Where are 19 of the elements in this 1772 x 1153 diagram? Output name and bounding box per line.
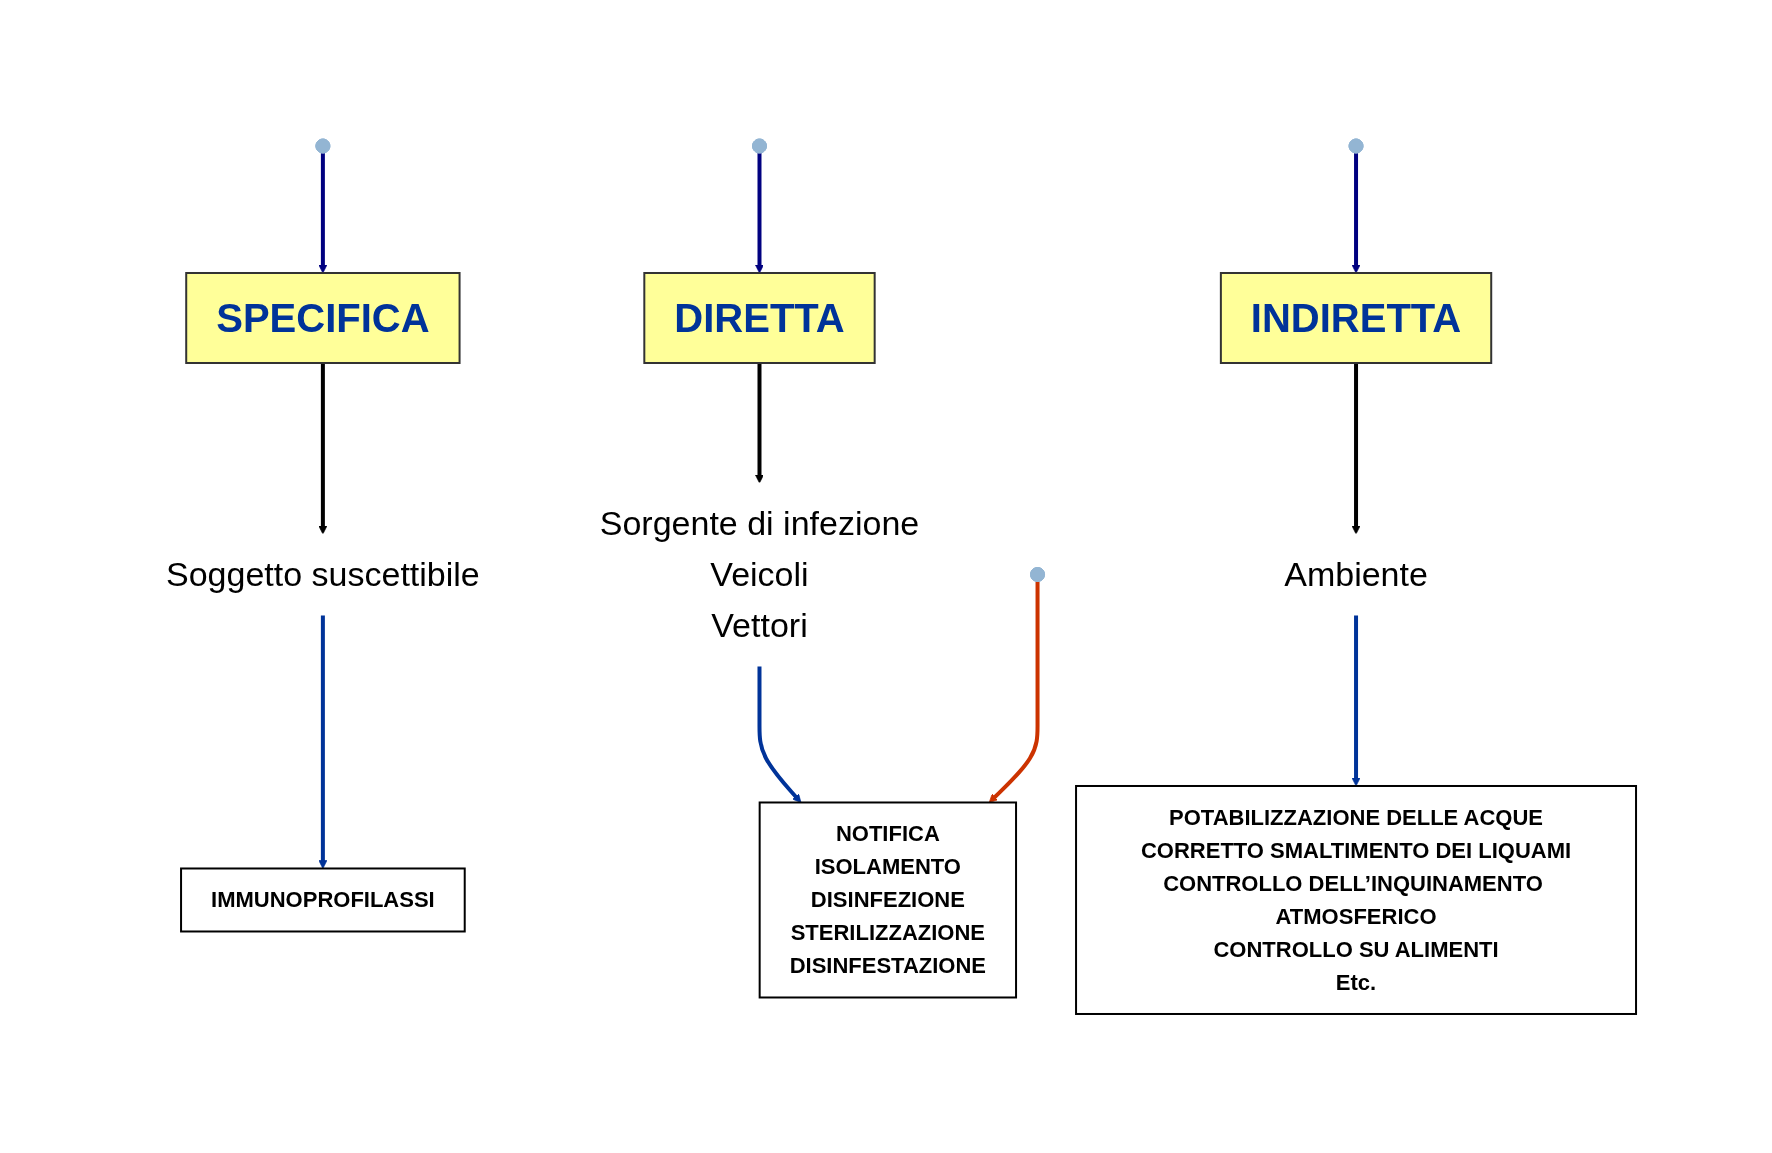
node-text: Sorgente di infezione Veicoli Vettori <box>599 503 920 644</box>
node-box: IMMUNOPROFILASSI <box>180 867 466 933</box>
arrow <box>318 363 328 535</box>
arrow <box>1351 615 1361 787</box>
arrow <box>318 153 328 274</box>
arrow <box>755 363 764 484</box>
node-box: NOTIFICA ISOLAMENTO DISINFEZIONE STERILIZZAZIONE DISINFESTAZIONE <box>758 801 1017 999</box>
arrow <box>988 581 1040 803</box>
arrow <box>318 615 328 869</box>
node-box: INDIRETTA <box>1219 272 1493 364</box>
node-text: Soggetto suscettibile <box>165 554 480 593</box>
arrow <box>1351 153 1361 274</box>
arrow <box>755 153 764 274</box>
node-box: POTABILIZZAZIONE DELLE ACQUE CORRETTO SMALTIMENTO DEI LIQUAMI CONTROLLO DELL’INQUINAMENTO ATMOSFERICO CONTROLLO SU ALIMENTI Etc. <box>1075 785 1637 1015</box>
arrow <box>757 666 802 803</box>
arrow <box>1351 363 1361 535</box>
node-box: SPECIFICA <box>185 272 461 364</box>
node-box: DIRETTA <box>643 272 876 364</box>
node-text: Ambiente <box>1284 554 1428 593</box>
